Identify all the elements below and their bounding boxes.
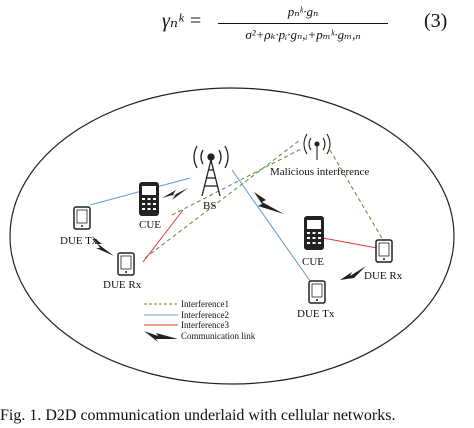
equation-fraction: pₙᵏ·gₙ σ²+ρₖ·pᵢ·gₙ,ᵢ+pₘᵏ·gₘ,ₙ: [218, 4, 388, 43]
equation-numerator: pₙᵏ·gₙ: [287, 4, 319, 19]
cue-left-phone-icon: [139, 182, 159, 216]
due-tx-left-phone-icon: [73, 206, 91, 230]
bs-label: BS: [203, 200, 216, 212]
equation: γₙᵏ = pₙᵏ·gₙ σ²+ρₖ·pᵢ·gₙ,ᵢ+pₘᵏ·gₘ,ₙ (3): [0, 0, 474, 62]
legend-label-interference3: Interference3: [181, 320, 229, 330]
fraction-bar: [218, 23, 388, 24]
legend-label-interference2: Interference2: [181, 310, 229, 320]
equation-denominator: σ²+ρₖ·pᵢ·gₙ,ᵢ+pₘᵏ·gₘ,ₙ: [245, 27, 361, 42]
due-tx-right-phone-icon: [308, 280, 326, 304]
legend: Interference1 Interference2 Interference…: [144, 299, 256, 342]
cue-left-label: CUE: [139, 219, 161, 231]
equation-number: (3): [424, 10, 448, 32]
due-tx-right-label: DUE Tx: [297, 308, 335, 320]
due-rx-left-label: DUE Rx: [103, 279, 142, 291]
interference3-link-left: [142, 209, 184, 263]
legend-label-communication-link: Communication link: [181, 331, 256, 341]
interference3-link-right: [322, 237, 378, 249]
interference1-link-right: [329, 149, 384, 241]
legend-label-interference1: Interference1: [181, 299, 229, 309]
figure-caption: Fig. 1. D2D communication underlaid with…: [0, 407, 396, 424]
interference1-link-left: [144, 139, 301, 259]
due-tx-left-label: DUE Tx: [60, 235, 98, 247]
equation-lhs: γₙᵏ =: [162, 10, 203, 32]
due-rx-left-phone-icon: [117, 252, 135, 276]
network-diagram: BS CUE CUE Malicious interference DUE Tx…: [9, 87, 455, 385]
cue-right-phone-icon: [304, 216, 324, 250]
due-rx-right-phone-icon: [375, 239, 393, 263]
malicious-antenna-icon: [303, 133, 331, 160]
base-station-icon: [193, 145, 229, 197]
interference2-link-right: [231, 169, 316, 289]
communication-link-icon: [92, 188, 366, 282]
interference1-link-mid: [171, 147, 304, 216]
cue-right-label: CUE: [302, 256, 324, 268]
due-rx-right-label: DUE Rx: [364, 270, 403, 282]
malicious-interference-label: Malicious interference: [270, 166, 369, 178]
legend-swatch-communication-link: [144, 331, 178, 342]
cell-boundary: [9, 87, 455, 385]
